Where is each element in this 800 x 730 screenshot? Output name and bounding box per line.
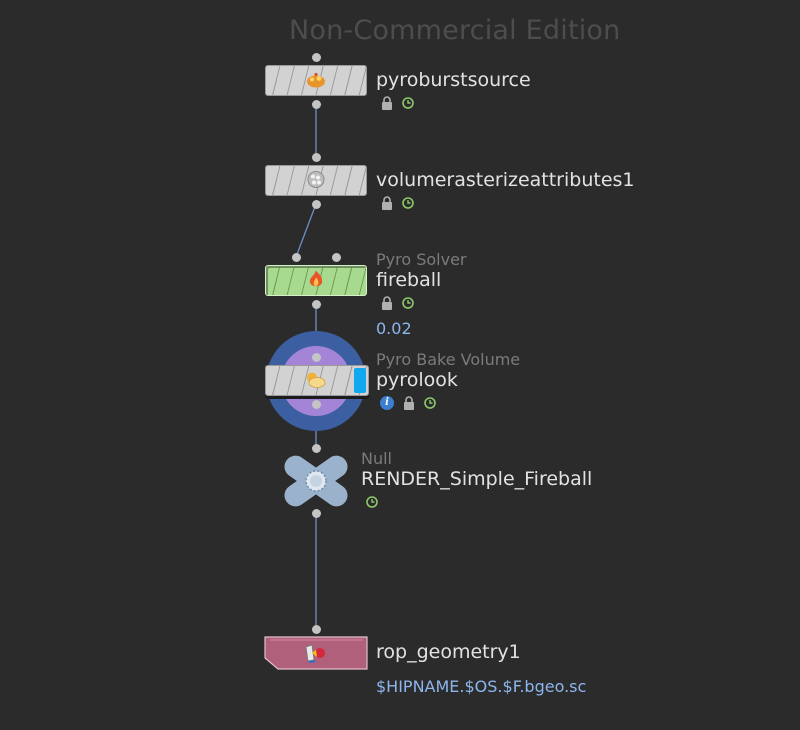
node-type-label: Pyro Solver: [376, 250, 467, 269]
node-name-label: pyrolook: [376, 369, 458, 391]
node-flag-badges: [380, 96, 414, 110]
node-flag-badges: i: [380, 396, 436, 410]
output-connector[interactable]: [312, 300, 321, 309]
input-connector-2[interactable]: [332, 253, 341, 262]
info-icon[interactable]: i: [380, 396, 394, 410]
time-dependent-clock-icon: [402, 197, 414, 209]
node-flag-badges: [366, 496, 378, 508]
output-connector[interactable]: [312, 509, 321, 518]
input-connector[interactable]: [312, 353, 321, 362]
node-flag-badges: [380, 196, 414, 210]
node-name-label: RENDER_Simple_Fireball: [361, 468, 593, 490]
input-connector[interactable]: [312, 53, 321, 62]
node-volumerasterizeattributes1[interactable]: [265, 165, 367, 196]
node-pyroburstsource[interactable]: [265, 65, 367, 96]
node-fireball[interactable]: [265, 265, 367, 296]
node-info-value: 0.02: [376, 319, 412, 338]
display-flag[interactable]: [354, 368, 366, 393]
node-type-label: Null: [361, 449, 392, 468]
lock-icon[interactable]: [380, 296, 394, 310]
pyro-burst-icon: [305, 70, 327, 91]
output-connector[interactable]: [312, 100, 321, 109]
lock-icon[interactable]: [380, 96, 394, 110]
rop-geometry-icon: [303, 642, 329, 668]
output-file-path: $HIPNAME.$OS.$F.bgeo.sc: [376, 677, 587, 696]
wire-volumerasterize-to-fireball: [295, 203, 317, 258]
node-name-label: pyroburstsource: [376, 69, 531, 91]
node-pyrolook[interactable]: [265, 365, 369, 396]
input-connector-1[interactable]: [292, 253, 301, 262]
input-connector[interactable]: [312, 625, 321, 634]
time-dependent-clock-icon: [402, 97, 414, 109]
node-flag-badges: [380, 296, 414, 310]
watermark-text: Non-Commercial Edition: [289, 15, 621, 46]
node-type-label: Pyro Bake Volume: [376, 350, 521, 369]
input-connector[interactable]: [312, 444, 321, 453]
lock-icon[interactable]: [380, 196, 394, 210]
node-render-simple-fireball[interactable]: [278, 453, 354, 509]
output-connector[interactable]: [312, 400, 321, 409]
volume-rasterize-icon: [305, 168, 327, 193]
input-connector[interactable]: [312, 153, 321, 162]
node-name-label: rop_geometry1: [376, 641, 521, 663]
time-dependent-clock-icon: [402, 297, 414, 309]
lock-icon[interactable]: [402, 396, 416, 410]
node-name-label: fireball: [376, 269, 442, 291]
output-connector[interactable]: [312, 200, 321, 209]
cloud-sun-icon: [303, 369, 327, 392]
fire-icon: [305, 268, 327, 293]
node-name-label: volumerasterizeattributes1: [376, 169, 635, 191]
time-dependent-clock-icon: [424, 397, 436, 409]
time-dependent-clock-icon: [366, 496, 378, 508]
